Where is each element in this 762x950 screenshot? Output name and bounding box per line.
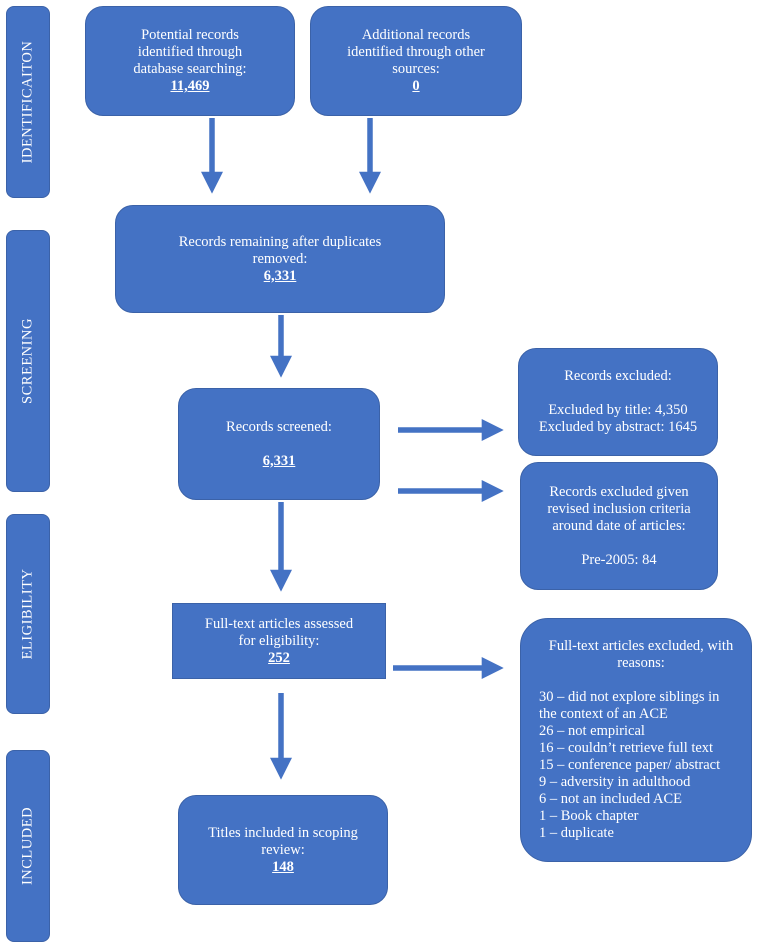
excluded-date-box: Records excluded given revised inclusion…	[520, 462, 718, 590]
records-screened-count: 6,331	[262, 452, 296, 469]
database-search-count: 11,469	[170, 78, 210, 94]
records-excluded-title-count: Excluded by title: 4,350	[548, 402, 688, 418]
exclusion-reason: the context of an ACE	[539, 706, 668, 722]
records-excluded-box: Records excluded: Excluded by title: 4,3…	[518, 348, 718, 456]
database-search-box: Potential records identified through dat…	[85, 6, 295, 116]
other-sources-count: 0	[412, 78, 420, 94]
exclusion-reason: 1 – Book chapter	[539, 808, 639, 824]
records-excluded-title: Records excluded:	[564, 368, 672, 384]
stage-identification: IDENTIFICAITON	[6, 6, 50, 198]
full-text-excluded-box: Full-text articles excluded, with reason…	[520, 618, 752, 862]
database-search-line-2: identified through	[137, 44, 243, 60]
exclusion-reason: 1 – duplicate	[539, 825, 614, 841]
stage-screening: SCREENING	[6, 230, 50, 492]
other-sources-line-3: sources:	[392, 61, 440, 77]
included-line-2: review:	[261, 841, 305, 858]
exclusion-reason: 26 – not empirical	[539, 723, 645, 739]
full-text-excluded-title-1: Full-text articles excluded, with	[548, 638, 734, 654]
exclusion-reason: 9 – adversity in adulthood	[539, 774, 691, 790]
included-line-1: Titles included in scoping	[208, 824, 358, 841]
full-text-excluded-title-2: reasons:	[617, 655, 665, 671]
records-screened-box: Records screened: 6,331	[178, 388, 380, 500]
included-box: Titles included in scoping review: 148	[178, 795, 388, 905]
full-text-assessed-count: 252	[268, 649, 290, 666]
excluded-date-line-3: around date of articles:	[552, 517, 686, 534]
records-screened-label: Records screened:	[226, 418, 332, 435]
duplicates-removed-line-1: Records remaining after duplicates	[178, 233, 382, 250]
full-text-assessed-box: Full-text articles assessed for eligibil…	[172, 603, 386, 679]
exclusion-reason: 16 – couldn’t retrieve full text	[539, 740, 714, 756]
exclusion-reason: 15 – conference paper/ abstract	[539, 757, 721, 773]
database-search-line-3: database searching:	[133, 61, 247, 77]
included-count: 148	[272, 858, 294, 875]
excluded-date-line-2: revised inclusion criteria	[547, 500, 691, 517]
other-sources-box: Additional records identified through ot…	[310, 6, 522, 116]
excluded-date-line-1: Records excluded given	[549, 483, 689, 500]
stage-included: INCLUDED	[6, 750, 50, 942]
exclusion-reason: 30 – did not explore siblings in	[539, 689, 720, 705]
other-sources-line-1: Additional records	[361, 27, 471, 43]
duplicates-removed-count: 6,331	[263, 267, 297, 284]
other-sources-line-2: identified through other	[347, 44, 485, 60]
database-search-line-1: Potential records	[141, 27, 239, 43]
duplicates-removed-line-2: removed:	[252, 250, 308, 267]
excluded-date-detail: Pre-2005: 84	[581, 551, 657, 568]
full-text-assessed-line-2: for eligibility:	[238, 632, 320, 649]
exclusion-reason: 6 – not an included ACE	[539, 791, 682, 807]
duplicates-removed-box: Records remaining after duplicates remov…	[115, 205, 445, 313]
records-excluded-abstract-count: Excluded by abstract: 1645	[538, 419, 698, 435]
stage-eligibility: ELIGIBILITY	[6, 514, 50, 714]
full-text-assessed-line-1: Full-text articles assessed	[204, 615, 354, 632]
